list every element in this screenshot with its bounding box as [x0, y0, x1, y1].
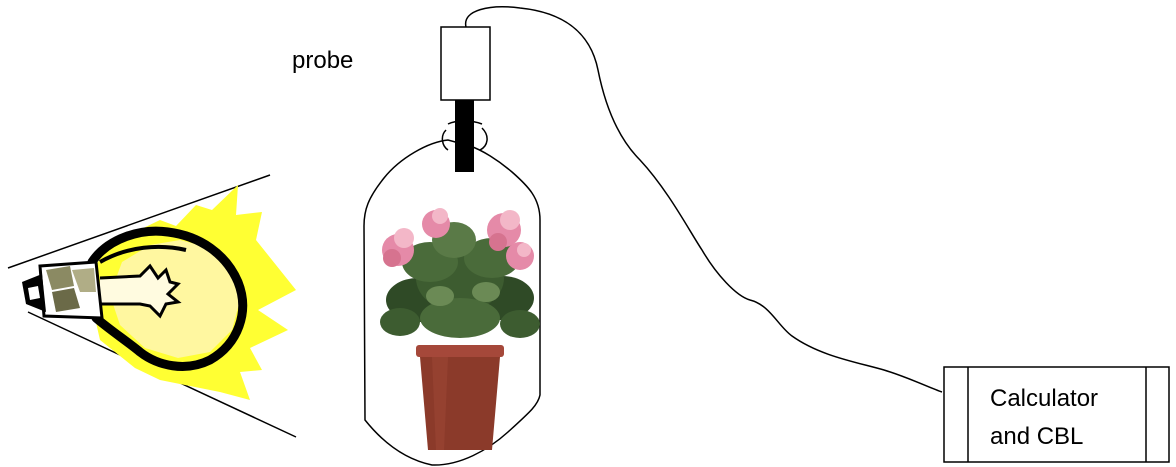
probe-body: [441, 27, 490, 100]
probe-cable: [466, 7, 942, 392]
probe-icon: [441, 27, 490, 172]
calculator-cbl: Calculator and CBL: [944, 367, 1169, 462]
plant-icon: [380, 208, 540, 450]
flower-pot: [416, 345, 504, 450]
calculator-label-line2: and CBL: [990, 423, 1083, 450]
light-bulb-icon: [22, 185, 296, 400]
calculator-label-line1: Calculator: [990, 385, 1098, 412]
probe-label: probe: [292, 47, 353, 74]
probe-stem: [455, 100, 474, 172]
